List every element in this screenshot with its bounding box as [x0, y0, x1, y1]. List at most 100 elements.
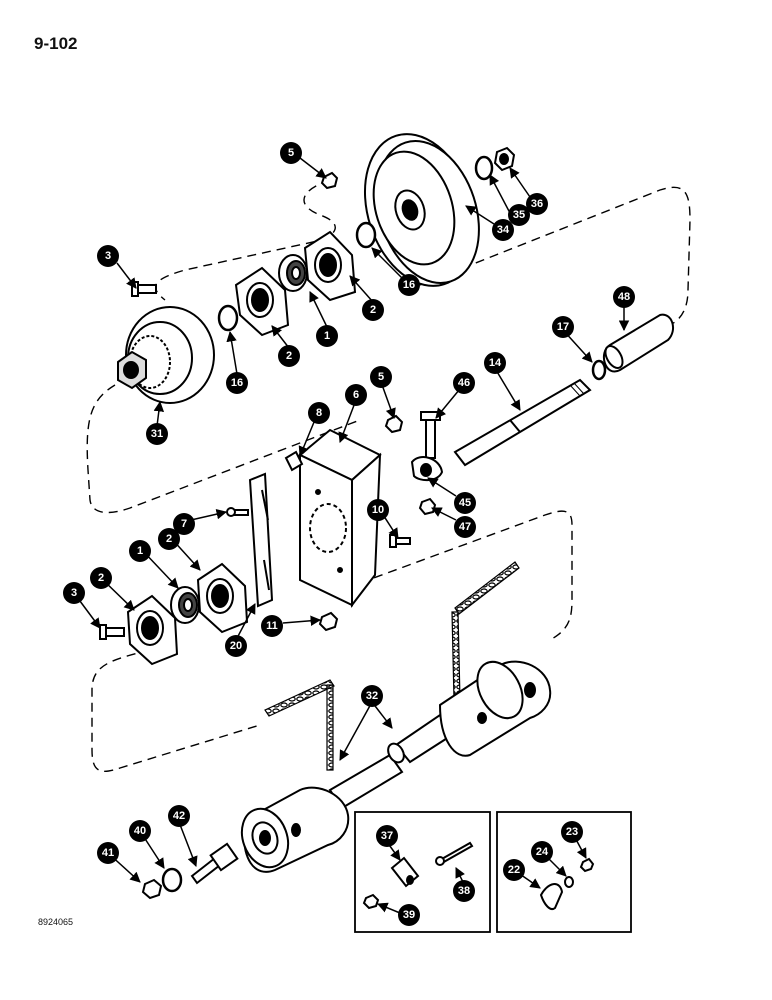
callout-32: 32	[361, 685, 383, 707]
callout-11: 11	[261, 615, 283, 637]
callout-10: 10	[367, 499, 389, 521]
callout-1-lower: 1	[129, 540, 151, 562]
bolt-3-lower	[99, 624, 125, 640]
svg-text:34: 34	[497, 224, 510, 236]
svg-text:3: 3	[71, 587, 77, 599]
washer-17	[591, 359, 607, 381]
callout-40: 40	[129, 820, 151, 842]
svg-text:47: 47	[459, 521, 471, 533]
callout-2-lower-right: 2	[158, 528, 180, 550]
svg-text:35: 35	[513, 209, 525, 221]
bearing-flange-2-upper-left	[234, 266, 290, 337]
svg-text:38: 38	[458, 885, 470, 897]
nut-39	[362, 893, 380, 910]
callout-31: 31	[146, 423, 168, 445]
svg-text:2: 2	[370, 304, 376, 316]
callout-1-upper: 1	[316, 325, 338, 347]
callout-17: 17	[552, 316, 574, 338]
tube-48	[602, 313, 675, 373]
callout-16-upper: 16	[398, 274, 420, 296]
screw-7	[226, 507, 249, 517]
svg-text:3: 3	[105, 250, 111, 262]
svg-text:24: 24	[536, 846, 549, 858]
callout-5-middle: 5	[370, 366, 392, 388]
callout-8: 8	[308, 402, 330, 424]
bearing-flange-2-upper-right	[303, 230, 357, 302]
svg-text:8: 8	[316, 407, 322, 419]
pulley-34	[363, 133, 480, 287]
callout-3-upper: 3	[97, 245, 119, 267]
svg-text:20: 20	[230, 640, 242, 652]
svg-text:37: 37	[381, 830, 393, 842]
shaft-14	[453, 378, 592, 467]
svg-text:5: 5	[378, 371, 384, 383]
svg-text:48: 48	[618, 291, 630, 303]
page-number: 9-102	[34, 34, 78, 53]
svg-text:22: 22	[508, 864, 520, 876]
bolt-3-upper	[131, 281, 157, 297]
washer-16-upper	[355, 221, 377, 249]
callout-14: 14	[484, 352, 506, 374]
callout-3-lower: 3	[63, 582, 85, 604]
callout-2-upper-left: 2	[278, 345, 300, 367]
svg-text:16: 16	[231, 377, 243, 389]
bearing-flange-2-lower-right	[196, 562, 249, 634]
svg-text:6: 6	[353, 389, 359, 401]
callout-20: 20	[225, 635, 247, 657]
callout-7: 7	[173, 513, 195, 535]
svg-text:31: 31	[151, 428, 163, 440]
clamp-collar-45	[410, 456, 444, 482]
svg-text:14: 14	[489, 357, 502, 369]
svg-text:2: 2	[166, 533, 172, 545]
pin-38	[435, 841, 474, 866]
svg-text:1: 1	[137, 545, 143, 557]
svg-text:41: 41	[102, 847, 114, 859]
nut-5-middle	[384, 414, 404, 434]
drawing-code: 8924065	[38, 917, 74, 927]
callout-36: 36	[526, 193, 548, 215]
svg-text:17: 17	[557, 321, 569, 333]
svg-text:2: 2	[98, 572, 104, 584]
chain-left	[264, 679, 335, 771]
inset-box-zerk	[354, 811, 491, 933]
nut-47	[418, 497, 437, 516]
callout-46: 46	[453, 372, 475, 394]
bracket-6	[298, 428, 382, 608]
svg-text:23: 23	[566, 826, 578, 838]
callout-41: 41	[97, 842, 119, 864]
spring-clip-22	[539, 883, 564, 910]
nut-36	[493, 146, 516, 172]
bearing-1-lower	[170, 586, 200, 624]
callout-48: 48	[613, 286, 635, 308]
svg-text:2: 2	[286, 350, 292, 362]
callout-24: 24	[531, 841, 553, 863]
washer-24	[564, 876, 574, 888]
svg-text:5: 5	[288, 147, 294, 159]
callout-39: 39	[398, 904, 420, 926]
svg-text:45: 45	[459, 497, 471, 509]
clutch-sprocket-31	[117, 306, 215, 404]
svg-text:7: 7	[181, 518, 187, 530]
callout-6: 6	[345, 384, 367, 406]
bolt-10	[389, 534, 411, 548]
callout-35: 35	[508, 204, 530, 226]
callout-45: 45	[454, 492, 476, 514]
driveline-32	[240, 660, 552, 873]
callout-23: 23	[561, 821, 583, 843]
callout-34: 34	[492, 219, 514, 241]
callout-42: 42	[168, 805, 190, 827]
svg-text:11: 11	[266, 620, 278, 632]
bolt-46	[420, 411, 441, 459]
svg-text:10: 10	[372, 504, 384, 516]
washer-40	[161, 867, 183, 893]
svg-text:39: 39	[403, 909, 415, 921]
callout-22: 22	[503, 859, 525, 881]
callout-47: 47	[454, 516, 476, 538]
callout-2-upper-right: 2	[362, 299, 384, 321]
callout-38: 38	[453, 880, 475, 902]
bearing-1-upper	[278, 254, 308, 292]
bolt-42	[190, 842, 239, 885]
svg-text:36: 36	[531, 198, 543, 210]
svg-text:42: 42	[173, 810, 185, 822]
